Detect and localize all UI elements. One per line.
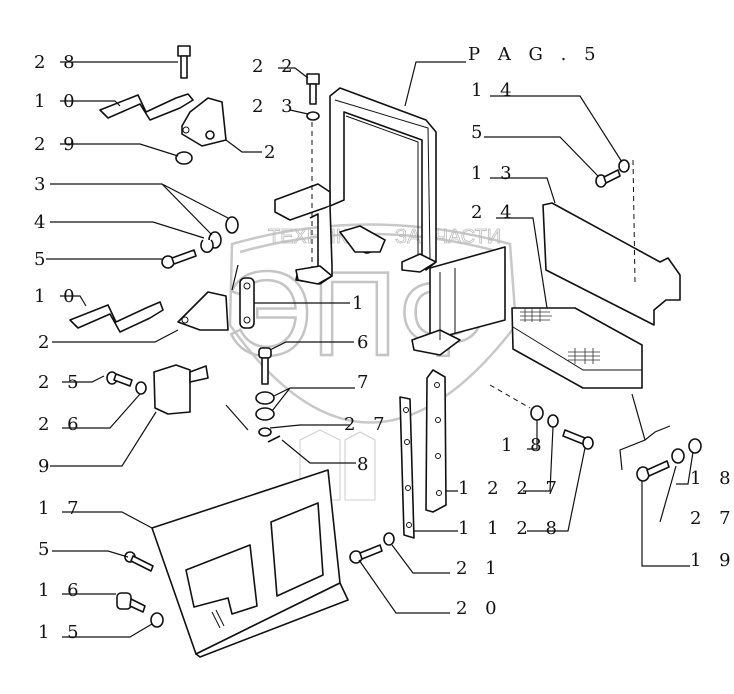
bolt-28 [177, 45, 191, 79]
callout-10: 1 0 [34, 91, 81, 112]
callout-2: 2 [264, 142, 281, 163]
callout-21: 2 1 [456, 558, 503, 579]
bolt-20 [349, 544, 383, 564]
main-frame [274, 87, 506, 356]
strip-12 [425, 369, 447, 513]
callout-pag5: P A G . 5 [468, 44, 602, 65]
callout-8: 8 [357, 454, 374, 475]
callout-18-right: 1 8 [690, 468, 734, 489]
callout-28: 2 8 [34, 52, 81, 73]
callout-7: 7 [357, 372, 374, 393]
cotter-pin-8 [267, 435, 281, 443]
nut-29 [175, 151, 193, 165]
leader-lines [46, 61, 694, 638]
callout-29: 2 9 [34, 134, 81, 155]
bolt-22 [306, 73, 320, 105]
callout-labels: 2 8 1 0 2 9 2 3 4 5 1 0 2 1 6 2 5 7 2 6 … [34, 44, 734, 643]
washer-18-right [688, 438, 702, 454]
washer-18-center [530, 405, 544, 421]
hinge-9 [153, 364, 209, 415]
bracket-10-upper [99, 93, 194, 121]
washer-27-right [671, 448, 685, 464]
bolt-28-center [562, 429, 594, 450]
hinge-2-upper [181, 97, 227, 147]
panel-17 [151, 469, 349, 658]
washers-3-4 [200, 216, 239, 254]
callout-23: 2 3 [252, 96, 299, 117]
tray-24 [511, 307, 643, 389]
callout-13: 1 3 [471, 163, 518, 184]
callout-5: 5 [34, 249, 51, 270]
strip-11 [399, 396, 415, 539]
bolt-5-right [595, 169, 621, 188]
bushings-7 [255, 391, 275, 437]
callout-11-28: 1 1 2 8 [458, 518, 563, 539]
callout-24: 2 4 [471, 202, 518, 223]
assembly-axis-2 [489, 384, 531, 409]
pin-6 [258, 347, 272, 385]
callout-4: 4 [34, 212, 51, 233]
nut-15 [150, 612, 164, 628]
callout-26: 2 6 [38, 414, 85, 435]
hinge-2-lower [177, 291, 229, 331]
callout-9: 9 [38, 456, 55, 477]
bolt-5-bottom [124, 551, 154, 572]
callout-5-bottom: 5 [38, 539, 55, 560]
washer-21 [383, 532, 395, 546]
callout-6: 6 [357, 332, 374, 353]
bolt-5-left [161, 249, 197, 269]
washer-14 [618, 159, 630, 173]
callout-3: 3 [34, 174, 51, 195]
callout-27-right: 2 7 [690, 508, 734, 529]
watermark-text-right: ЗАПЧАСТИ [395, 226, 501, 248]
callout-27: 2 7 [344, 414, 391, 435]
callout-20: 2 0 [456, 598, 503, 619]
callout-5-right: 5 [471, 122, 488, 143]
callout-22: 2 2 [252, 56, 299, 77]
callout-10-lower: 1 0 [34, 286, 81, 307]
washer-26 [135, 381, 147, 395]
bolt-19 [636, 460, 670, 482]
callout-1: 1 [352, 293, 369, 314]
callout-17: 1 7 [38, 498, 85, 519]
callout-16: 1 6 [38, 580, 85, 601]
watermark-text-left: ТЕХНИКА [268, 226, 361, 248]
callout-2-lower: 2 [38, 332, 55, 353]
callout-14: 1 4 [471, 80, 518, 101]
side-plate-13 [542, 159, 681, 326]
callout-19: 1 9 [690, 550, 734, 571]
callout-15: 1 5 [38, 622, 85, 643]
washer-27-center [547, 414, 559, 428]
washer-23 [306, 111, 320, 121]
callout-12-27: 1 2 2 7 [458, 478, 563, 499]
stud-16 [116, 592, 146, 613]
callout-25: 2 5 [38, 372, 85, 393]
bolt-25 [106, 371, 133, 387]
bracket-10-lower [69, 301, 164, 333]
callout-18: 1 8 [501, 435, 548, 456]
link-1 [239, 277, 255, 329]
